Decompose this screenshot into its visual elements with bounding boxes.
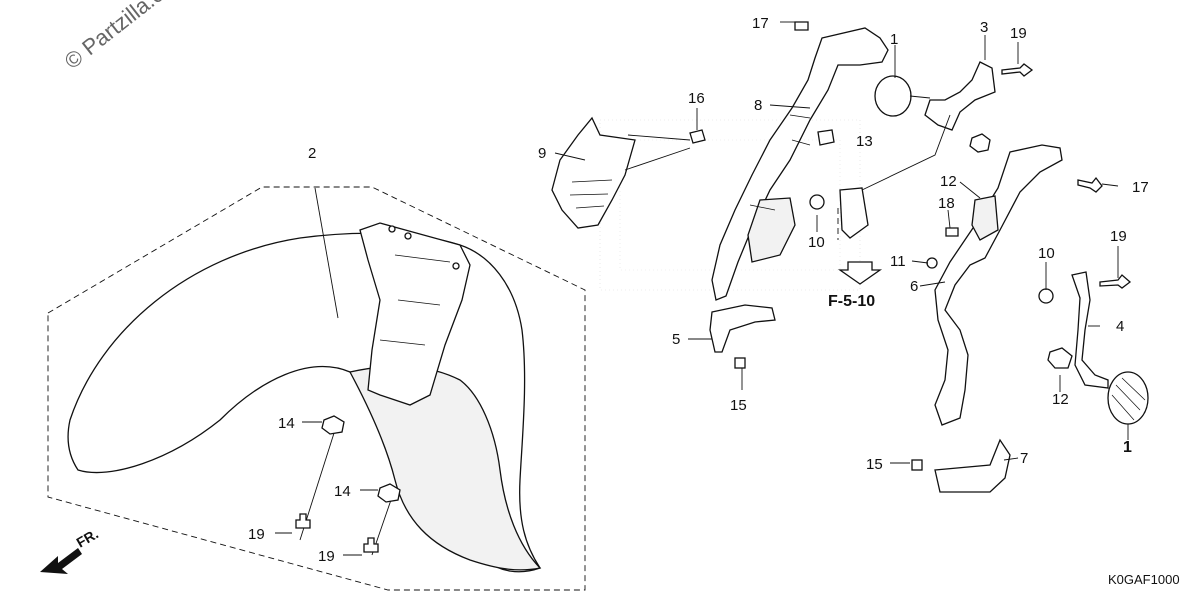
front-direction-indicator: FR.: [40, 525, 101, 574]
callout-14-upper: 14: [278, 415, 295, 432]
part-9-cover: [551, 116, 636, 229]
part-6-bracket: [971, 195, 999, 241]
part-10-grommet-right: [1038, 288, 1054, 304]
fender-inner-skirt: [349, 365, 542, 571]
part-15-screw-right: [911, 459, 923, 471]
callout-12-bottom: 12: [1052, 391, 1069, 408]
part-1-reflector-top: [874, 75, 912, 117]
part-3-bracket: [924, 61, 996, 131]
part-15-screw-left: [734, 357, 746, 369]
callout-8: 8: [754, 97, 762, 114]
part-19-bolt-top: [1001, 63, 1034, 77]
callout-1-top: 1: [890, 31, 898, 48]
part-6-side-cover: [934, 144, 1063, 426]
part-12-nut-top: [969, 133, 991, 153]
callout-5: 5: [672, 331, 680, 348]
callout-2: 2: [308, 145, 316, 162]
callout-12-top: 12: [940, 173, 957, 190]
fender-bracket: [359, 222, 471, 406]
callout-17-right: 17: [1132, 179, 1149, 196]
callout-15-right: 15: [866, 456, 883, 473]
watermark: © Partzilla.c: [60, 0, 168, 74]
diagram-code: K0GAF1000: [1108, 572, 1180, 587]
callout-11: 11: [890, 253, 906, 270]
small-bracket: [839, 187, 869, 239]
part-19-bolt-left-b: [363, 537, 379, 553]
callout-15-left: 15: [730, 397, 747, 414]
part-14-nut-lower: [377, 483, 401, 503]
callout-19-top: 19: [1010, 25, 1027, 42]
callout-4: 4: [1116, 318, 1124, 335]
callout-10-left: 10: [808, 234, 825, 251]
part-17-bolt-right: [1077, 176, 1103, 193]
callout-16: 16: [688, 90, 705, 107]
part-17-bolt-top: [794, 21, 809, 31]
callout-19-left-a: 19: [248, 526, 265, 543]
part-5-cover: [709, 304, 776, 353]
callout-1-bottom: 1: [1123, 439, 1132, 456]
part-19-bolt-left-a: [295, 513, 311, 529]
callout-numbers: 17 1 3 19 16 8 13 9 12 17 18 10 19 10 11…: [248, 15, 1149, 565]
part-4-bracket: [1071, 271, 1109, 389]
front-fender-group: [47, 186, 586, 591]
callout-9: 9: [538, 145, 546, 162]
callout-17-top: 17: [752, 15, 769, 32]
callout-14-lower: 14: [334, 483, 351, 500]
part-8-bracket: [747, 197, 796, 263]
callout-19-right: 19: [1110, 228, 1127, 245]
fender-frame: [47, 186, 586, 591]
part-14-nut-upper: [321, 415, 345, 435]
callout-10-right: 10: [1038, 245, 1055, 262]
part-13-clip: [817, 129, 835, 146]
callout-6: 6: [910, 278, 918, 295]
part-12-nut-bottom: [1047, 347, 1073, 369]
callout-19-left-b: 19: [318, 548, 335, 565]
part-18-screw: [945, 227, 959, 237]
reference-arrow: [837, 261, 883, 285]
part-19-bolt-right: [1099, 274, 1132, 289]
callout-18: 18: [938, 195, 955, 212]
leader-lines: [275, 21, 1129, 556]
part-8-inner-cover: [711, 27, 889, 301]
part-16-clip: [689, 129, 706, 144]
part-10-grommet-left: [809, 194, 825, 210]
part-11-nut: [926, 257, 938, 269]
callout-3: 3: [980, 19, 988, 36]
front-label: FR.: [74, 525, 102, 550]
front-arrow-icon: [40, 548, 82, 574]
reference-label: F-5-10: [828, 293, 875, 310]
part-7-lower-cover: [934, 438, 1011, 493]
callout-7: 7: [1020, 450, 1028, 467]
callout-13: 13: [856, 133, 873, 150]
